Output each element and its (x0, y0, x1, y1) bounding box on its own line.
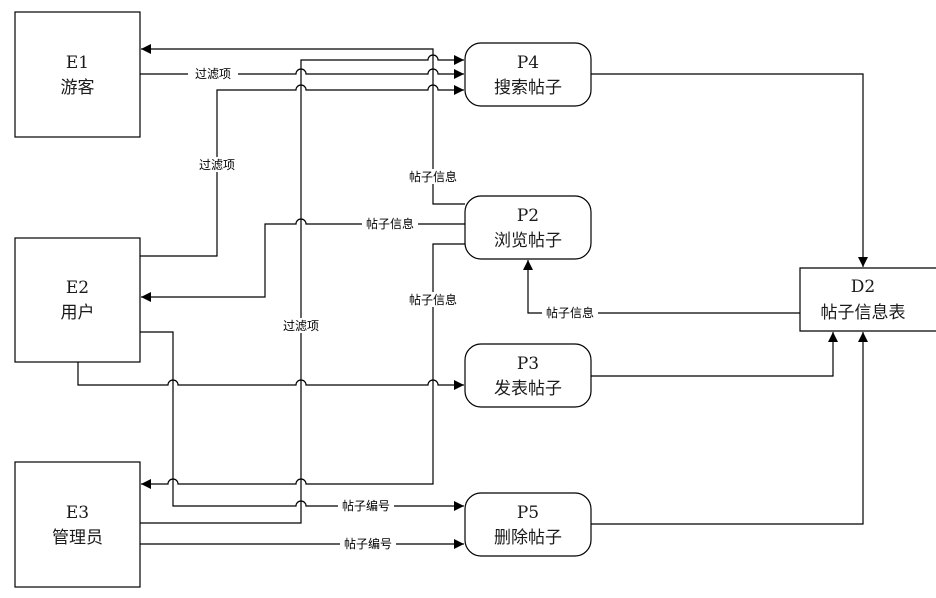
store-d2: D2 帖子信息表 (799, 267, 936, 332)
entity-e2-id: E2 (66, 278, 89, 298)
entity-e1-name: 游客 (61, 78, 95, 98)
entity-e3: E3 管理员 (14, 461, 141, 588)
flow-label: 过滤项 (195, 67, 231, 81)
store-d2-id: D2 (851, 277, 875, 297)
process-p4: P4 搜索帖子 (464, 42, 592, 107)
flow-label: 过滤项 (283, 319, 319, 333)
entity-e1: E1 游客 (14, 11, 141, 138)
process-p5: P5 删除帖子 (464, 492, 592, 557)
process-p2-name: 浏览帖子 (494, 231, 562, 251)
flow-label: 帖子信息 (409, 292, 457, 307)
process-p4-id: P4 (517, 53, 539, 73)
flow-label: 帖子信息 (409, 169, 457, 184)
flow-e3-to-p5: 帖子编号 (140, 536, 464, 551)
flow-label: 帖子信息 (546, 305, 594, 320)
flow-label: 帖子信息 (366, 216, 414, 231)
flow-p2-to-e1: 帖子信息 (141, 44, 465, 205)
entity-e3-id: E3 (66, 503, 89, 523)
entity-e1-id: E1 (66, 53, 89, 73)
flow-e3-to-p4: 过滤项 (140, 54, 464, 524)
flow-p2-to-e3: 帖子信息 (141, 243, 465, 489)
flow-e2-to-p3 (77, 362, 464, 390)
entity-e2: E2 用户 (14, 237, 141, 363)
process-p4-name: 搜索帖子 (494, 78, 562, 98)
process-p3-id: P3 (517, 354, 539, 374)
flow-e2-to-p4: 过滤项 (140, 84, 464, 257)
process-p3-name: 发表帖子 (494, 379, 562, 399)
flow-e1-to-p4: 过滤项 (140, 66, 464, 81)
flow-p3-to-d2 (591, 332, 838, 377)
process-p2: P2 浏览帖子 (464, 195, 592, 260)
process-p5-name: 删除帖子 (494, 528, 562, 548)
flow-label: 帖子编号 (344, 536, 392, 551)
flow-p2-to-e2: 帖子信息 (141, 216, 465, 302)
flow-p5-to-d2 (591, 332, 868, 525)
flow-d2-to-p2: 帖子信息 (523, 260, 800, 320)
flow-p4-to-d2 (591, 73, 868, 267)
process-p2-id: P2 (517, 206, 539, 226)
entity-e3-name: 管理员 (52, 528, 103, 548)
flow-e2-to-p5: 帖子编号 (140, 331, 464, 513)
flow-label: 帖子编号 (342, 498, 390, 513)
flow-label: 过滤项 (199, 158, 235, 172)
process-p5-id: P5 (517, 503, 539, 523)
process-p3: P3 发表帖子 (464, 343, 592, 408)
entity-e2-name: 用户 (61, 303, 95, 323)
store-d2-name: 帖子信息表 (821, 303, 906, 323)
